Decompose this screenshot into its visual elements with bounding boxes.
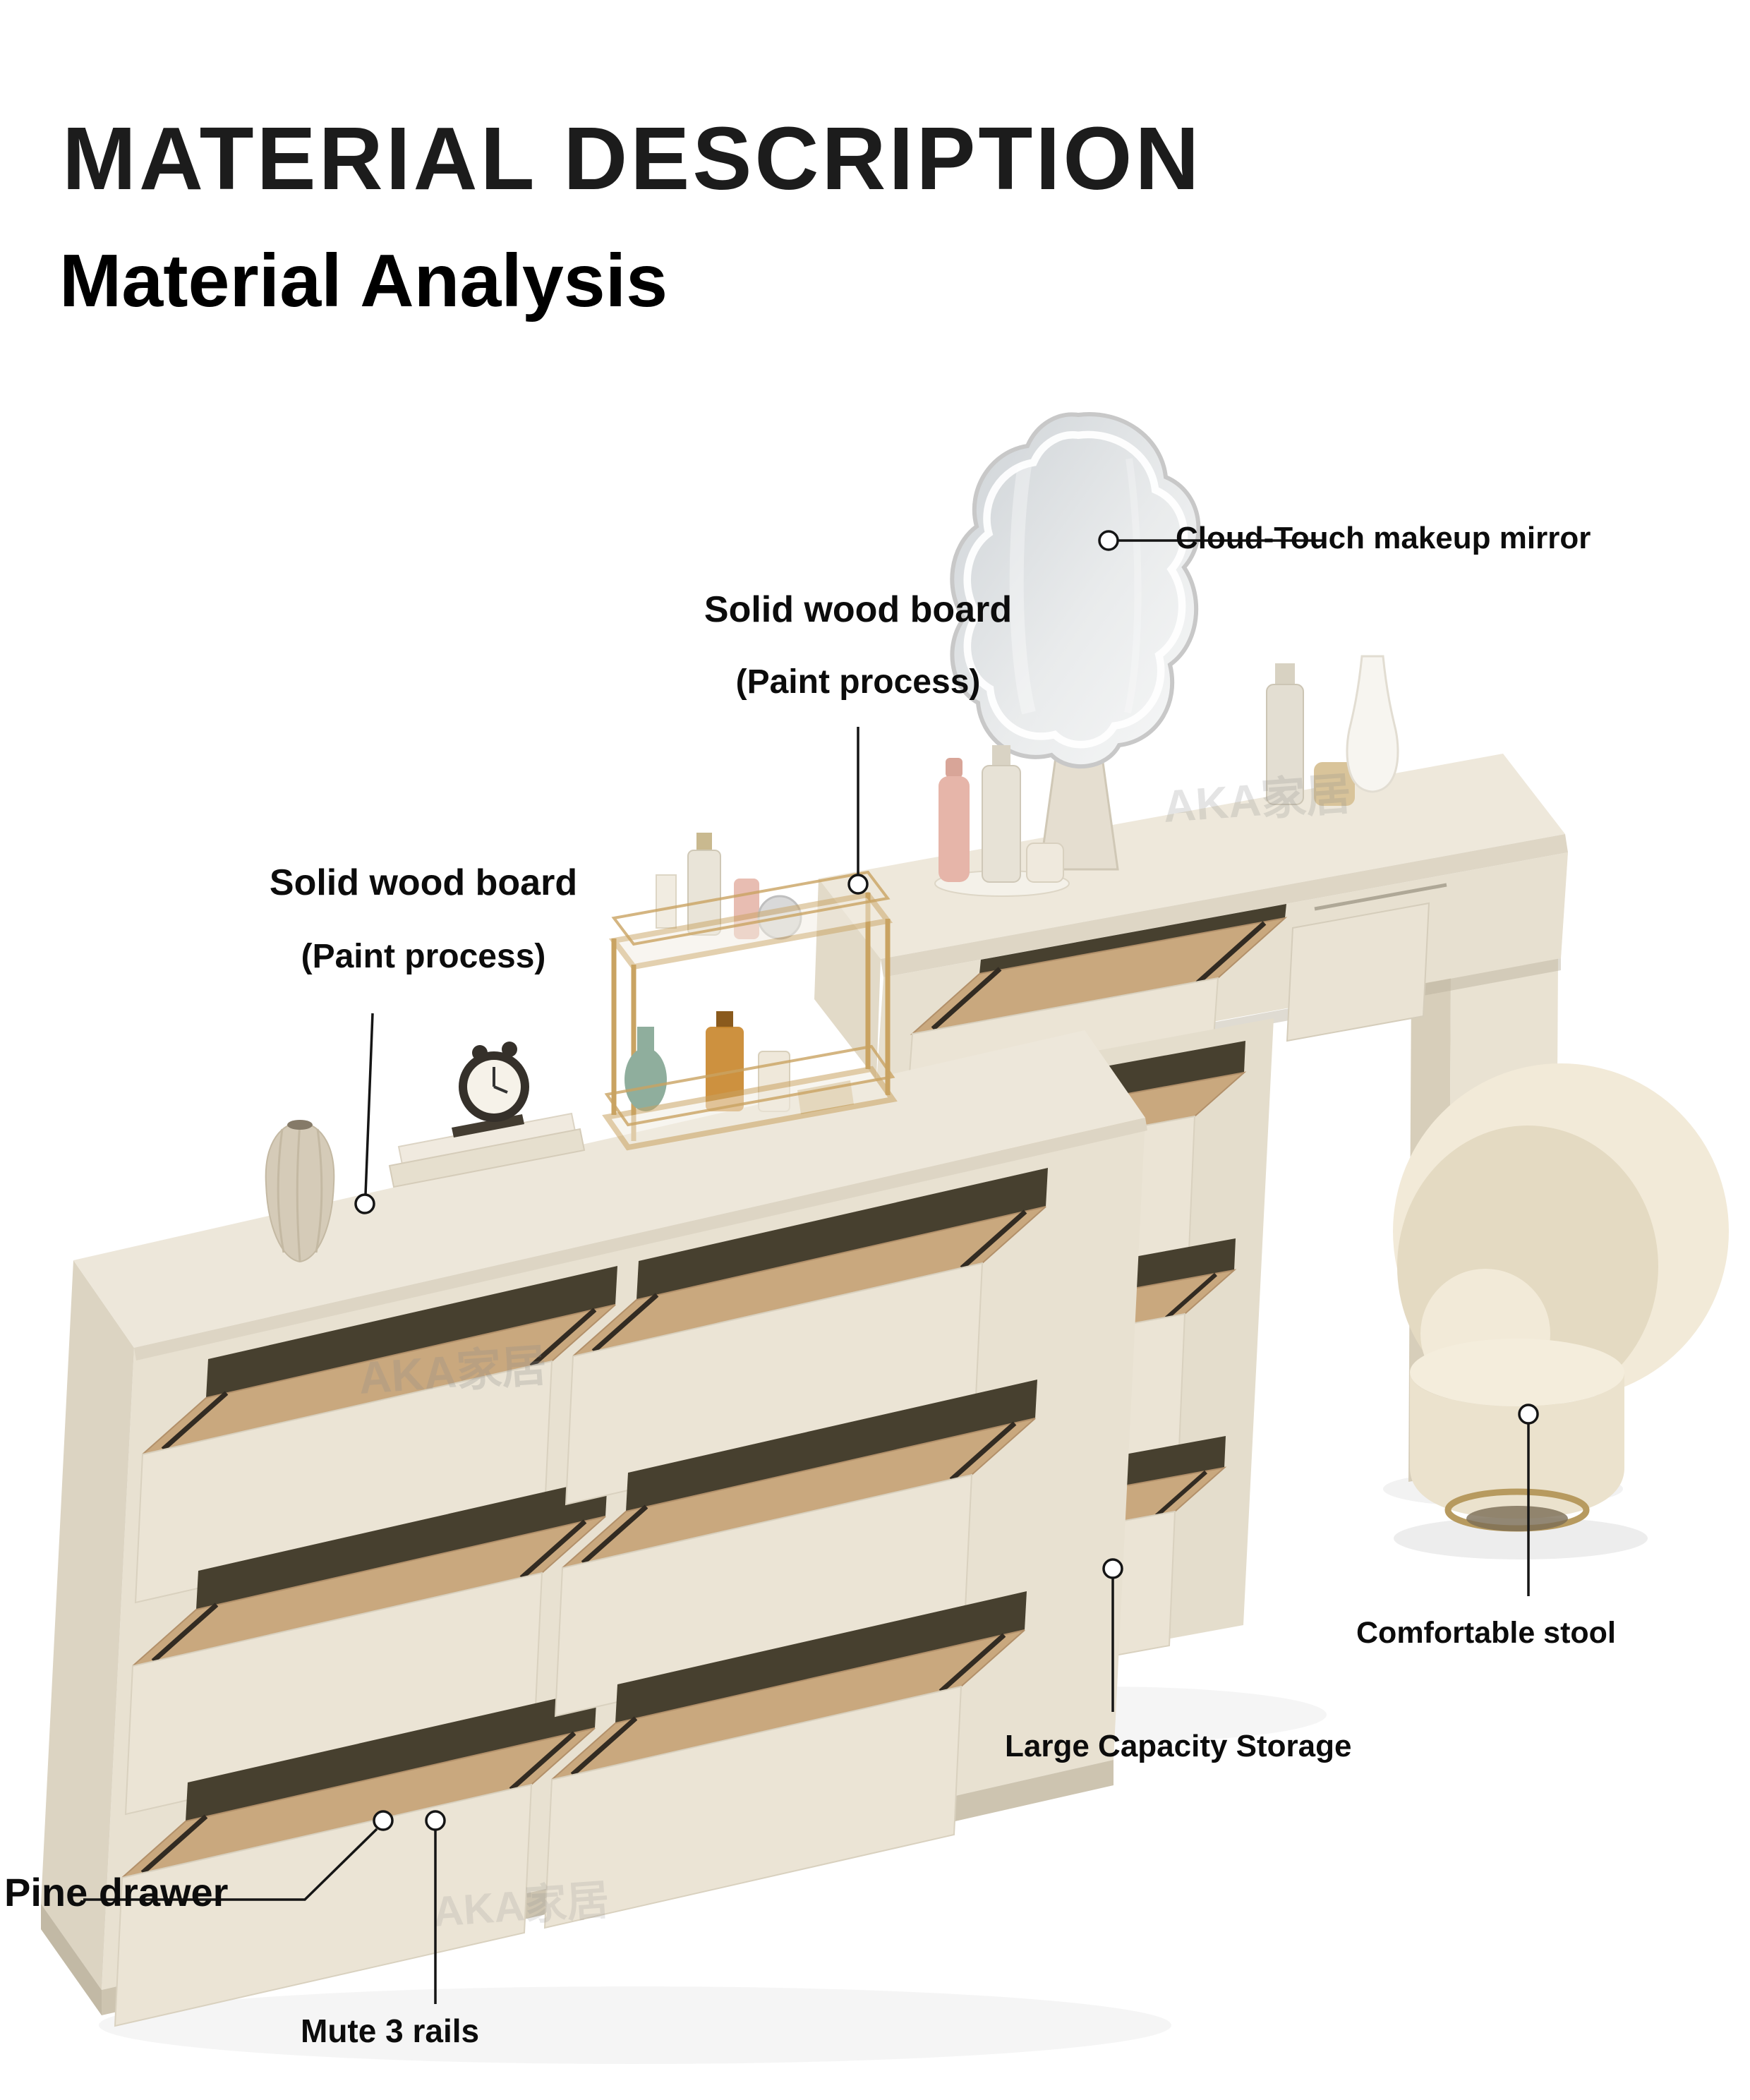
- annotation-board-left-label: Solid wood board: [269, 862, 578, 903]
- open-drawer: [124, 1478, 608, 1816]
- open-drawer: [134, 1266, 617, 1604]
- open-drawer: [114, 1689, 597, 2027]
- decor-books-clock: [388, 1042, 586, 1188]
- callout-dot-board-left: [354, 1193, 375, 1214]
- open-drawer: [543, 1591, 1027, 1929]
- annotation-board-left: Solid wood board (Paint process): [212, 862, 635, 976]
- mirror-highlight: [1124, 458, 1142, 714]
- page-subtitle: Material Analysis: [59, 239, 668, 322]
- annotation-rails-label: Mute 3 rails: [301, 2012, 480, 2049]
- open-drawer: [565, 1168, 1048, 1506]
- callout-dot-storage: [1102, 1558, 1123, 1579]
- annotation-board-top: Solid wood board (Paint process): [646, 589, 1070, 701]
- makeup-mirror: [952, 414, 1198, 871]
- decor-vase: [265, 1120, 335, 1263]
- desk-cosmetics-left: [934, 745, 1070, 897]
- callout-line-board-left: [364, 1013, 374, 1195]
- cabinet-left-end-base: [41, 1904, 102, 2015]
- mirror-highlight: [1009, 464, 1036, 715]
- annotation-board-top-label: Solid wood board: [704, 589, 1013, 630]
- callout-dot-stool: [1518, 1404, 1539, 1425]
- white-vase: [1346, 655, 1399, 793]
- annotation-stool-label: Comfortable stool: [1356, 1616, 1616, 1650]
- gold-cart: [602, 833, 898, 1151]
- callout-dot-mirror: [1098, 530, 1119, 551]
- annotation-board-left-sub: (Paint process): [301, 937, 546, 975]
- desk-cosmetics-right: [1266, 655, 1399, 806]
- open-drawer: [554, 1380, 1037, 1718]
- annotation-storage-label: Large Capacity Storage: [1005, 1729, 1352, 1763]
- cabinet-top-surface: [73, 1030, 1145, 1348]
- callout-dot-board-top: [847, 874, 869, 895]
- cabinet-top-edge: [134, 1118, 1147, 1360]
- callout-dot-pine: [373, 1810, 394, 1831]
- annotation-mirror-label: Cloud-Touch makeup mirror: [1176, 521, 1591, 555]
- desk-top-surface: [819, 754, 1565, 959]
- cabinet-left-end: [41, 1260, 134, 1990]
- annotation-board-top-sub: (Paint process): [735, 663, 981, 701]
- callouts: [83, 530, 1539, 2004]
- desk-right-drawer: [1286, 883, 1447, 1042]
- left-cabinet: [41, 1030, 1147, 2027]
- page-title: MATERIAL DESCRIPTION: [62, 109, 1202, 208]
- desk-top-edge: [881, 834, 1568, 977]
- callout-line-pine: [83, 1828, 378, 1901]
- stool: [1393, 1063, 1729, 1532]
- callout-dot-rails: [425, 1810, 446, 1831]
- annotation-pine-label: Pine drawer: [4, 1870, 229, 1914]
